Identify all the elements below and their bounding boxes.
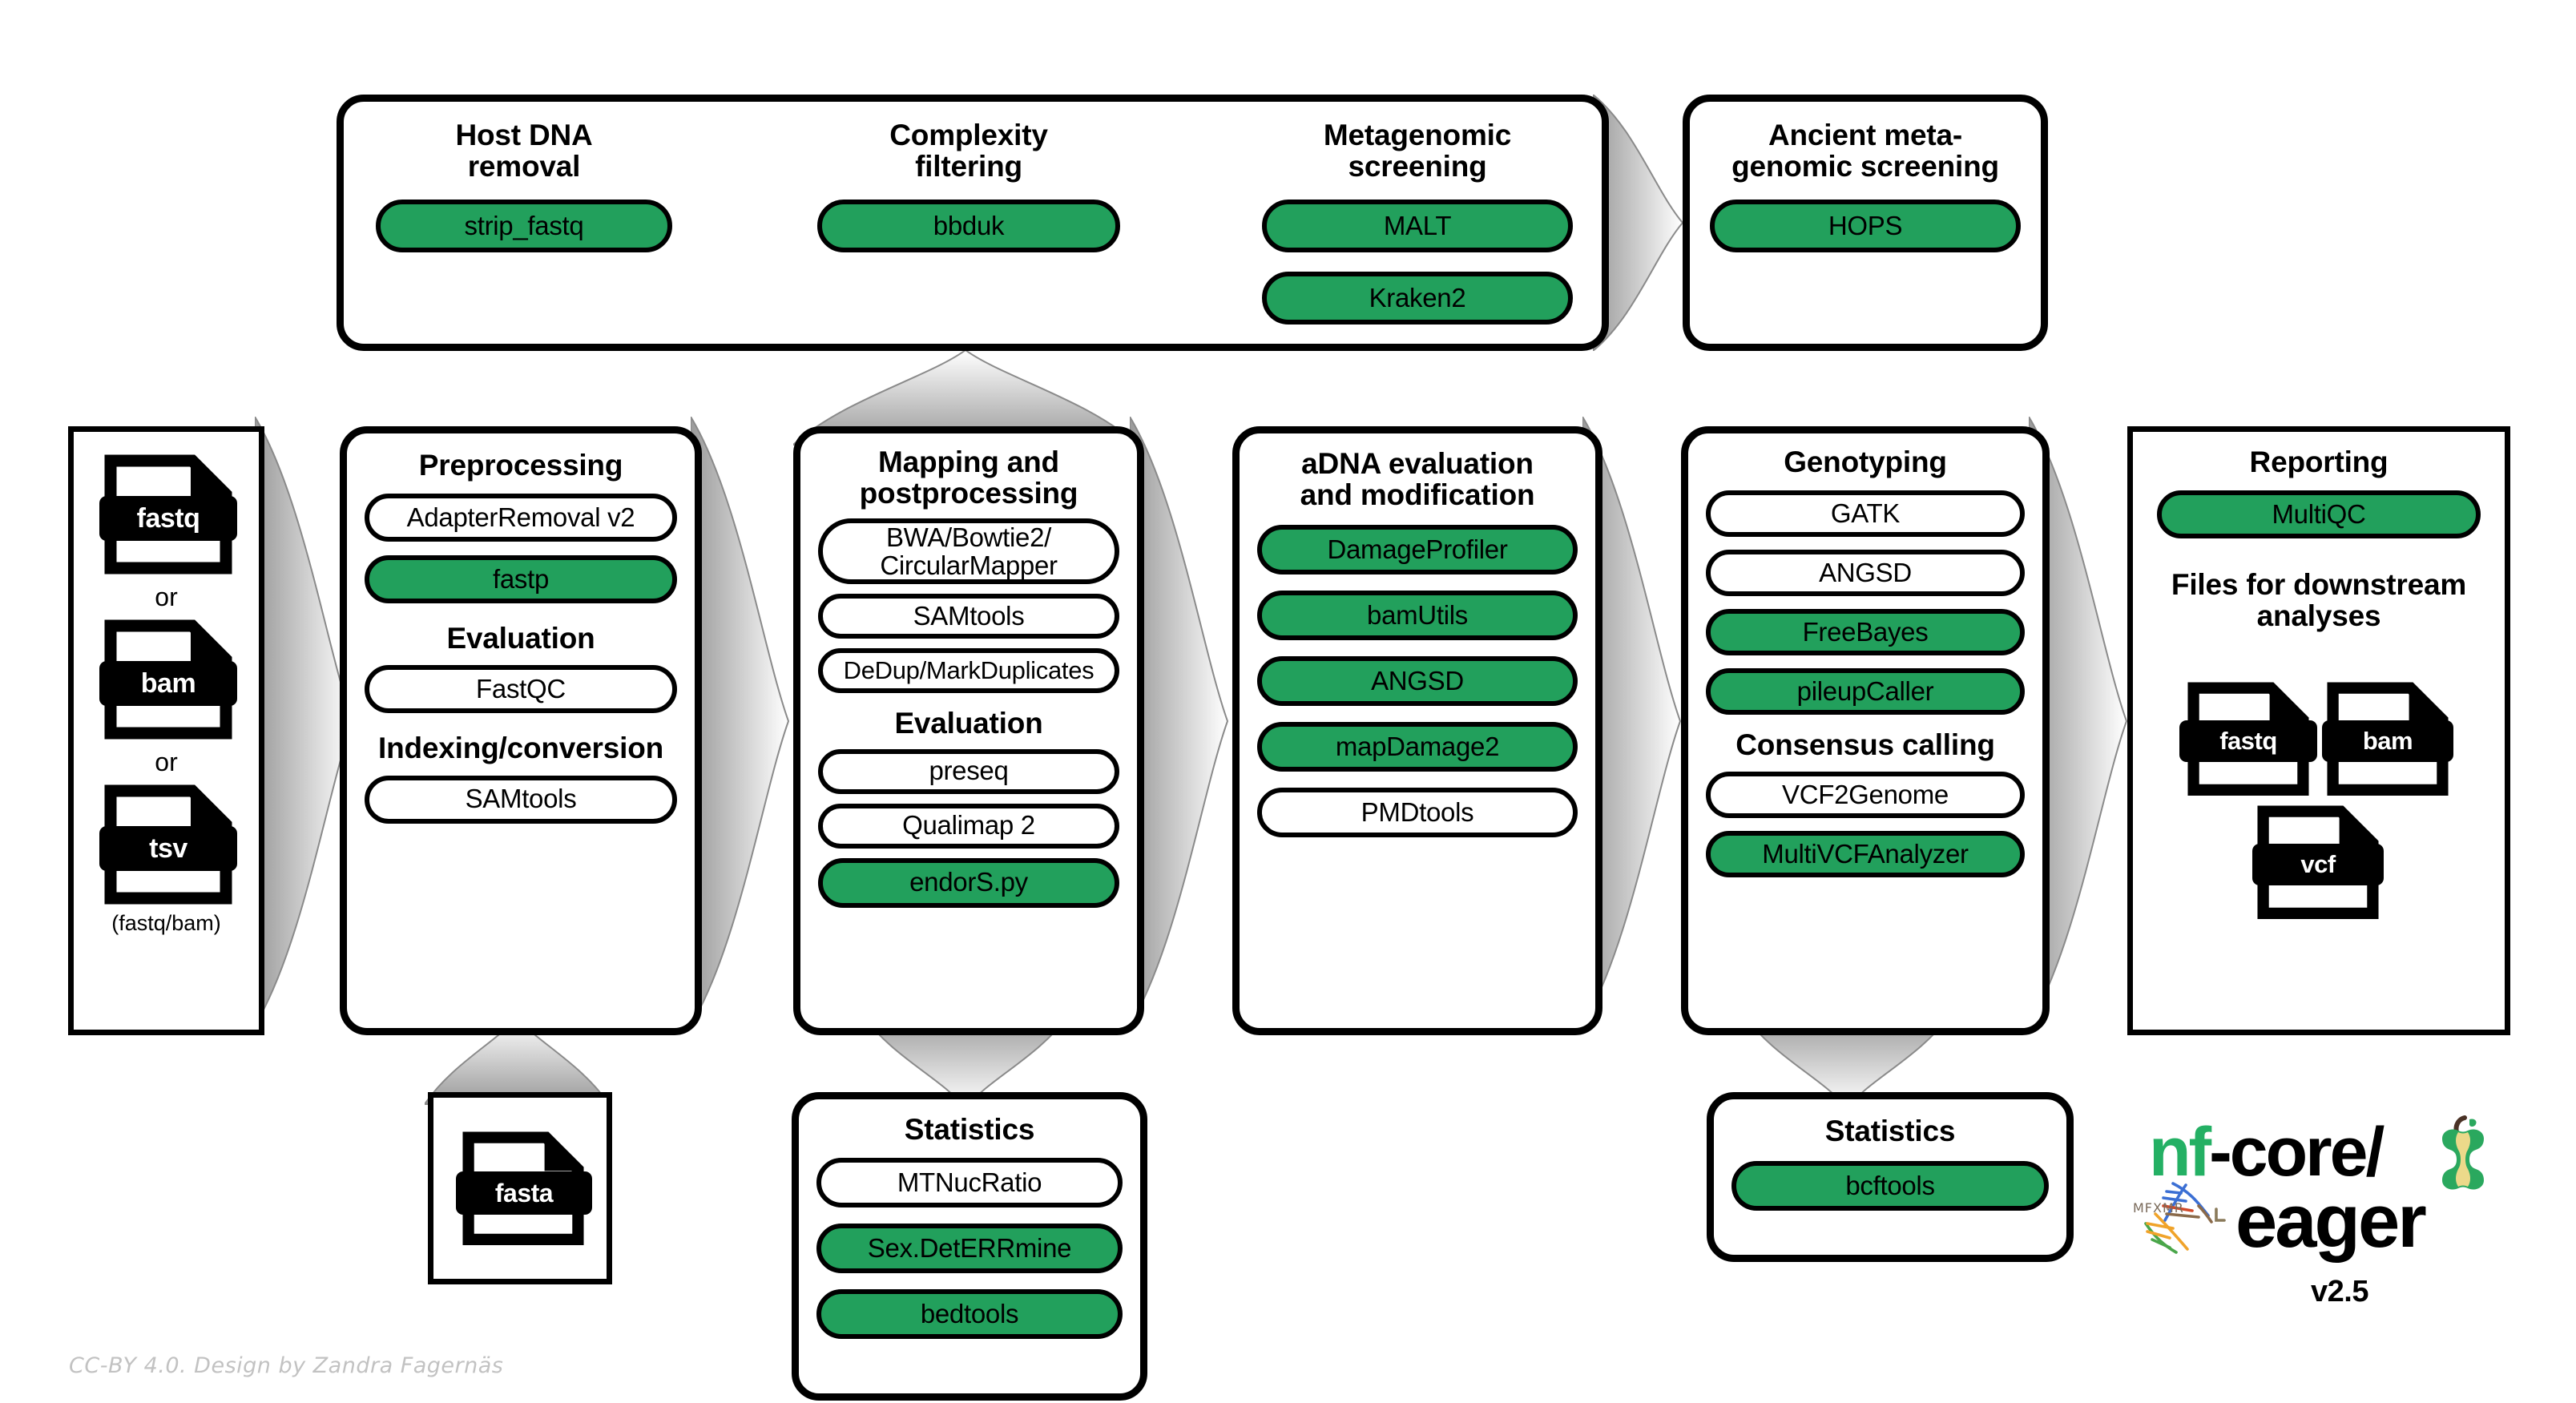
tool-preseq[interactable]: preseq [818, 748, 1119, 794]
input-or-label-2: or [155, 748, 178, 776]
tool-bedtools[interactable]: bedtools [816, 1289, 1123, 1340]
tool-adapterremoval-v2[interactable]: AdapterRemoval v2 [365, 494, 677, 542]
file-bam-icon: bam [2322, 682, 2453, 796]
file-tsv-icon: tsv [99, 784, 237, 905]
tool-kraken2[interactable]: Kraken2 [1262, 272, 1573, 325]
panel-title-genotyping: Genotyping [1784, 445, 1947, 478]
tool-multiqc[interactable]: MultiQC [2157, 490, 2481, 539]
file-fastq-icon: fastq [99, 454, 237, 575]
tool-endors-py[interactable]: endorS.py [818, 857, 1119, 908]
file-bam-icon: bam [99, 619, 237, 740]
tool-gatk[interactable]: GATK [1706, 490, 2025, 538]
tool-angsd-adna[interactable]: ANGSD [1257, 656, 1578, 707]
arrow-genotyping-to-reporting [2029, 417, 2128, 1026]
tool-vcf2genome[interactable]: VCF2Genome [1706, 772, 2025, 819]
tool-malt[interactable]: MALT [1262, 200, 1573, 253]
section-title: Metagenomic screening [1323, 119, 1512, 183]
tool-damageprofiler[interactable]: DamageProfiler [1257, 525, 1578, 575]
dna-helix-icon: MFXMR [2133, 1182, 2226, 1254]
nf-core-eager-logo: nf-core/ eager [2115, 1114, 2516, 1350]
file-fasta-icon: fasta [456, 1131, 592, 1248]
input-files-panel: fastq or bam or tsv (fastq/bam) [68, 426, 264, 1035]
logo-line-eager: eager [2235, 1179, 2427, 1263]
file-ext-label: vcf [2252, 844, 2384, 885]
tool-dedup-markduplicates[interactable]: DeDup/MarkDuplicates [818, 648, 1119, 694]
tool-sex-determine[interactable]: Sex.DetERRmine [816, 1224, 1123, 1274]
panel-title-genotyping-statistics: Statistics [1824, 1115, 1956, 1147]
arrow-preprocessing-to-mapping [691, 417, 790, 1026]
logo-line-nf-core: nf-core/ [2149, 1114, 2385, 1191]
tool-fastp[interactable]: fastp [365, 555, 677, 604]
arrow-adna-to-genotyping [1582, 417, 1682, 1026]
adna-panel: aDNA evaluation and modification DamageP… [1232, 426, 1602, 1035]
ancient-screening-panel: Ancient meta- genomic screening HOPS [1683, 95, 2048, 351]
file-ext-label: bam [2322, 720, 2453, 762]
reference-fasta-panel: fasta [428, 1092, 612, 1284]
section-complexity-filtering: Complexity filtering bbduk [816, 119, 1121, 253]
logo-version: v2.5 [2311, 1275, 2368, 1308]
panel-title-adna: aDNA evaluation and modification [1300, 447, 1535, 512]
tool-hops[interactable]: HOPS [1710, 200, 2021, 253]
tool-bbduk[interactable]: bbduk [817, 200, 1120, 253]
section-title: Host DNA removal [455, 119, 593, 183]
file-ext-label: fastq [2179, 720, 2317, 762]
subheading-evaluation: Evaluation [446, 622, 595, 655]
genotyping-statistics-panel: Statistics bcftools [1707, 1092, 2074, 1262]
section-host-dna-removal: Host DNA removal strip_fastq [368, 119, 680, 253]
tool-freebayes[interactable]: FreeBayes [1706, 609, 2025, 656]
svg-text:MFXMR: MFXMR [2133, 1200, 2184, 1216]
panel-title-mapping-statistics: Statistics [904, 1113, 1035, 1146]
file-ext-label: fastq [99, 496, 237, 541]
subheading-indexing-conversion: Indexing/conversion [378, 732, 663, 765]
section-metagenomic-screening: Metagenomic screening MALT Kraken2 [1261, 119, 1574, 325]
panel-title-reporting: Reporting [2249, 445, 2389, 478]
tool-qualimap-2[interactable]: Qualimap 2 [818, 803, 1119, 849]
apple-core-icon [2442, 1115, 2484, 1190]
file-ext-label: bam [99, 661, 237, 706]
panel-title-preprocessing: Preprocessing [418, 449, 623, 482]
tool-bcftools[interactable]: bcftools [1731, 1161, 2049, 1211]
tool-bwa-bowtie2-circularmapper[interactable]: BWA/Bowtie2/ CircularMapper [818, 518, 1119, 585]
panel-title-mapping: Mapping and postprocessing [859, 445, 1078, 510]
input-note: (fastq/bam) [111, 911, 221, 935]
arrow-mapping-to-adna [1130, 417, 1229, 1026]
subheading-consensus-calling: Consensus calling [1735, 728, 1995, 762]
preprocessing-panel: Preprocessing AdapterRemoval v2 fastp Ev… [340, 426, 702, 1035]
tool-bamutils[interactable]: bamUtils [1257, 591, 1578, 641]
tool-strip-fastq[interactable]: strip_fastq [376, 200, 672, 253]
tool-samtools-preprocessing[interactable]: SAMtools [365, 775, 677, 824]
subheading-downstream-files: Files for downstream analyses [2171, 568, 2467, 633]
tool-fastqc[interactable]: FastQC [365, 665, 677, 714]
credit-line: CC-BY 4.0. Design by Zandra Fagernäs [69, 1353, 504, 1378]
file-ext-label: tsv [99, 826, 237, 871]
arrow-metagenomic-to-ancient [1593, 95, 1684, 351]
reporting-panel: Reporting MultiQC Files for downstream a… [2127, 426, 2510, 1035]
tool-samtools-mapping[interactable]: SAMtools [818, 594, 1119, 639]
section-title: Complexity filtering [889, 119, 1048, 183]
tool-pmdtools[interactable]: PMDtools [1257, 788, 1578, 838]
file-vcf-icon: vcf [2252, 805, 2384, 920]
file-fastq-icon: fastq [2179, 682, 2317, 796]
mapping-panel: Mapping and postprocessing BWA/Bowtie2/ … [793, 426, 1144, 1035]
panel-title-ancient-screening: Ancient meta- genomic screening [1731, 119, 1999, 183]
subheading-evaluation-mapping: Evaluation [894, 707, 1043, 740]
tool-angsd-genotyping[interactable]: ANGSD [1706, 550, 2025, 597]
tool-pileupcaller[interactable]: pileupCaller [1706, 668, 2025, 716]
genotyping-panel: Genotyping GATK ANGSD FreeBayes pileupCa… [1681, 426, 2050, 1035]
screening-group-panel: Host DNA removal strip_fastq Complexity … [337, 95, 1609, 351]
tool-mapdamage2[interactable]: mapDamage2 [1257, 722, 1578, 772]
tool-mtnucratio[interactable]: MTNucRatio [816, 1158, 1123, 1208]
mapping-statistics-panel: Statistics MTNucRatio Sex.DetERRmine bed… [792, 1092, 1147, 1401]
tool-multivcfanalyzer[interactable]: MultiVCFAnalyzer [1706, 831, 2025, 878]
file-ext-label: fasta [456, 1171, 592, 1215]
input-or-label-1: or [155, 583, 178, 611]
